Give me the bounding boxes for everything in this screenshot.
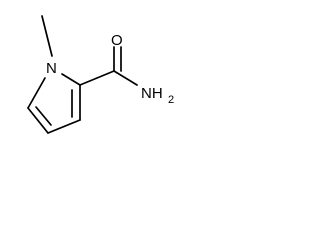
ring-bond-c5-c4 <box>27 107 49 134</box>
ring-bond-n1-c5 <box>27 77 46 109</box>
ring-bond-c4-c3 <box>47 119 81 134</box>
structure-drawing: N O NH 2 <box>27 15 174 134</box>
bond-c2-carbonyl <box>79 70 115 86</box>
atom-label-ring-nitrogen: N <box>46 60 57 77</box>
atom-label-oxygen: O <box>111 32 123 49</box>
ring-bond-c2-n1 <box>61 73 81 86</box>
bond-carbonyl-amide-n <box>113 70 138 86</box>
ring-bond-c5-c4-double <box>35 106 52 126</box>
atom-label-amide-subscript: 2 <box>168 94 174 106</box>
methyl-bond <box>41 15 53 57</box>
atom-label-amide-nh: NH <box>141 85 163 102</box>
molecule-structure: N O NH 2 <box>0 0 199 147</box>
